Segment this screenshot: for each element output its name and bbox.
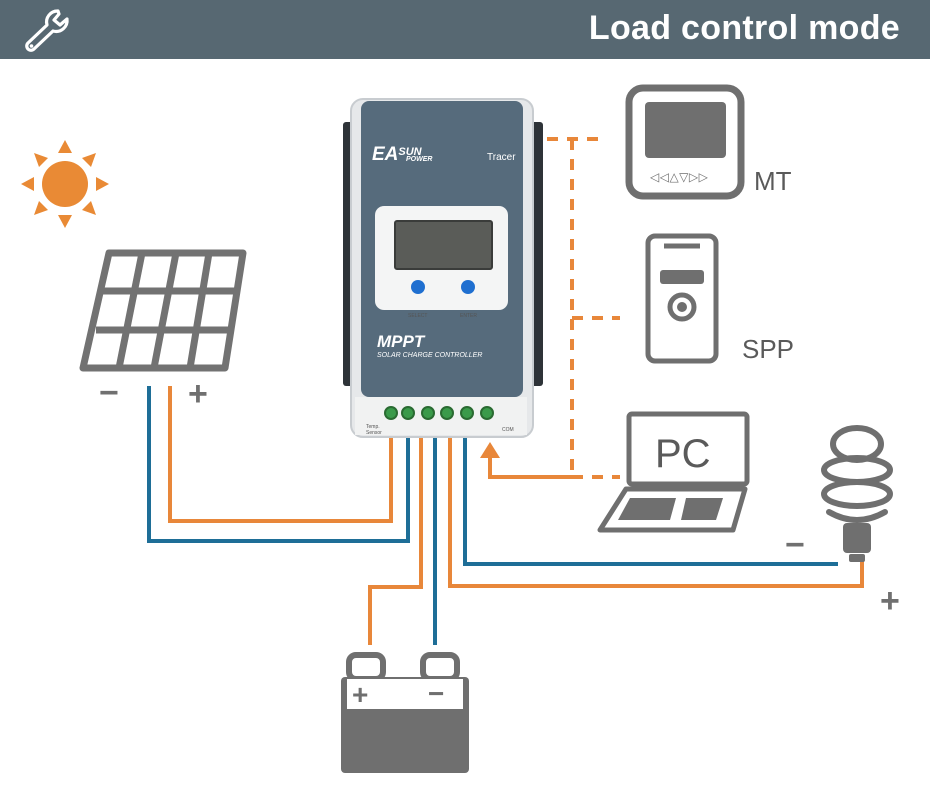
battery-plus-wire xyxy=(368,437,423,645)
select-button[interactable] xyxy=(411,280,425,294)
mt-buttons: ◁◁△▽▷▷ xyxy=(650,170,709,184)
product-title: MPPT xyxy=(377,332,426,351)
sun-icon xyxy=(21,140,109,228)
solar-minus-wire xyxy=(147,386,410,543)
terminal-bat-plus xyxy=(421,406,435,420)
page-title: Load control mode xyxy=(588,9,900,47)
terminal-bat-minus xyxy=(440,406,454,420)
wires xyxy=(147,386,864,645)
wrench-icon xyxy=(25,9,69,52)
solar-minus-label: − xyxy=(99,374,119,412)
terminal-load-plus xyxy=(460,406,474,420)
brand-logo: EASUN xyxy=(372,144,423,165)
terminal-load-minus xyxy=(480,406,494,420)
pc-laptop-icon xyxy=(597,411,750,533)
battery-minus-label: − xyxy=(428,678,444,709)
header-bar: Load control mode xyxy=(0,0,930,59)
load-minus-wire xyxy=(463,437,838,566)
pc-label: PC xyxy=(655,432,711,476)
com-arrow-icon xyxy=(480,442,500,458)
light-bulb-icon xyxy=(821,425,893,562)
battery-icon xyxy=(341,652,469,773)
mt-label: MT xyxy=(754,166,792,196)
brand-subtitle: POWER xyxy=(406,156,432,163)
load-minus-label: − xyxy=(785,526,805,564)
model-label: Tracer xyxy=(487,152,516,163)
lcd-screen xyxy=(394,220,493,270)
load-plus-wire xyxy=(448,437,864,588)
solar-panel-icon xyxy=(79,249,247,372)
com-wire xyxy=(488,455,572,479)
select-label: SELECT xyxy=(408,313,427,319)
spp-device-icon xyxy=(645,233,719,364)
terminal-temp-label-2: Sensor xyxy=(366,430,382,436)
mt-meter-icon xyxy=(625,84,745,200)
spp-label: SPP xyxy=(742,334,794,364)
enter-label: ENTER xyxy=(460,313,477,319)
terminal-temp-label-1: Temp. xyxy=(366,424,380,430)
terminal-pv-plus xyxy=(384,406,398,420)
terminal-com-label: COM xyxy=(502,427,514,433)
load-plus-label: + xyxy=(880,582,900,620)
terminal-block xyxy=(384,406,494,420)
terminal-pv-minus xyxy=(401,406,415,420)
solar-plus-label: + xyxy=(188,375,208,413)
enter-button[interactable] xyxy=(461,280,475,294)
communication-bus xyxy=(547,137,620,479)
product-subtitle: SOLAR CHARGE CONTROLLER xyxy=(377,352,482,359)
solar-plus-wire xyxy=(168,386,393,523)
battery-plus-label: + xyxy=(352,679,368,710)
